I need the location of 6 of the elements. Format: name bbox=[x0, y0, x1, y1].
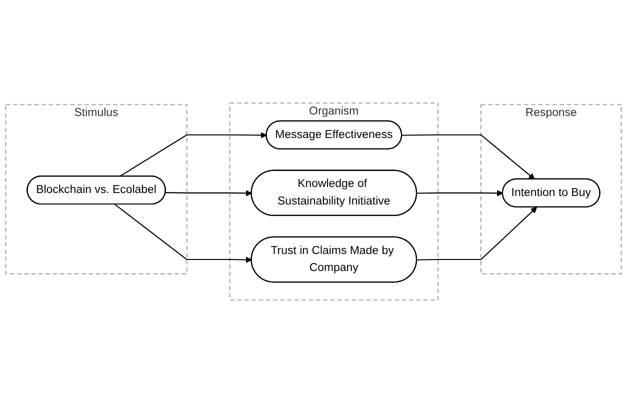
arrow bbox=[119, 132, 267, 177]
arrow bbox=[416, 190, 504, 196]
arrow bbox=[166, 190, 252, 196]
arrow bbox=[402, 134, 535, 180]
arrow bbox=[416, 206, 538, 260]
arrow bbox=[114, 204, 252, 263]
